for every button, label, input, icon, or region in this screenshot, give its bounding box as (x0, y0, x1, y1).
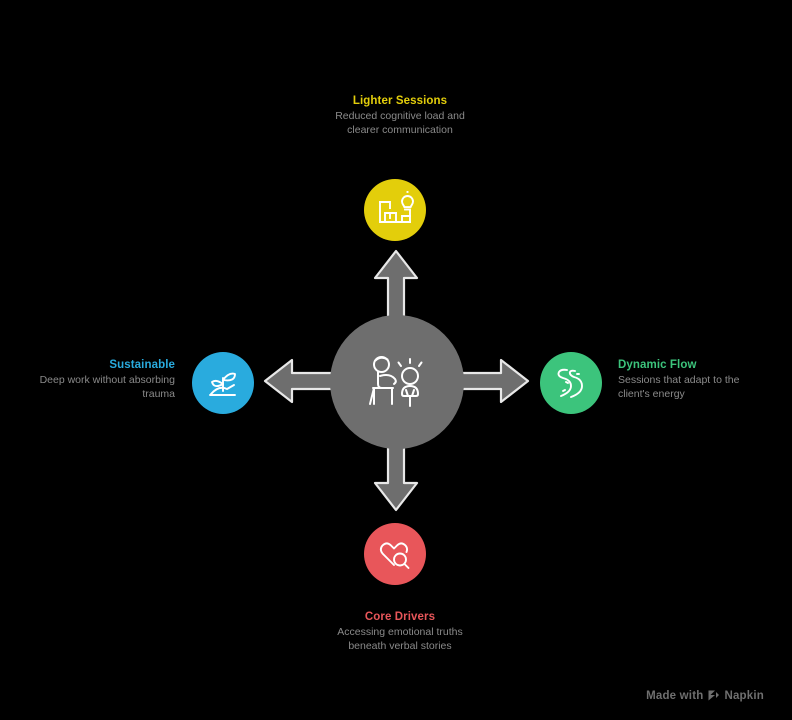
napkin-logo-icon (707, 689, 720, 702)
arrow-up-icon (371, 248, 421, 324)
node-dynamic-flow[interactable] (540, 352, 602, 414)
label-core-drivers: Core Drivers Accessing emotional truths … (325, 610, 475, 653)
node-lighter-sessions[interactable] (364, 179, 426, 241)
watermark-made-with-text: Made with (646, 689, 704, 702)
node-core-drivers[interactable] (364, 523, 426, 585)
arrow-left-icon (262, 356, 338, 406)
heart-magnifier-icon (377, 536, 413, 572)
label-sustainable: Sustainable Deep work without absorbing … (30, 358, 175, 401)
napkin-watermark: Made with Napkin (646, 689, 764, 702)
arrow-down-icon (371, 437, 421, 513)
node-title: Dynamic Flow (618, 359, 697, 371)
node-description: Reduced cognitive load and clearer commu… (335, 110, 465, 136)
label-lighter-sessions: Lighter Sessions Reduced cognitive load … (325, 94, 475, 137)
node-title: Sustainable (109, 359, 175, 371)
node-title: Core Drivers (364, 611, 436, 623)
node-description: Deep work without absorbing trauma (39, 374, 175, 400)
node-title: Lighter Sessions (352, 95, 448, 107)
label-dynamic-flow: Dynamic Flow Sessions that adapt to the … (618, 358, 768, 401)
node-description: Accessing emotional truths beneath verba… (337, 626, 463, 652)
winding-road-icon (553, 365, 589, 401)
node-sustainable[interactable] (192, 352, 254, 414)
hand-sprout-icon (205, 365, 241, 401)
therapy-session-icon (361, 346, 433, 418)
center-hub (330, 315, 464, 449)
node-description: Sessions that adapt to the client's ener… (618, 374, 740, 400)
maze-lightbulb-icon (376, 191, 414, 229)
arrow-right-icon (455, 356, 531, 406)
watermark-brand-text: Napkin (724, 689, 764, 702)
